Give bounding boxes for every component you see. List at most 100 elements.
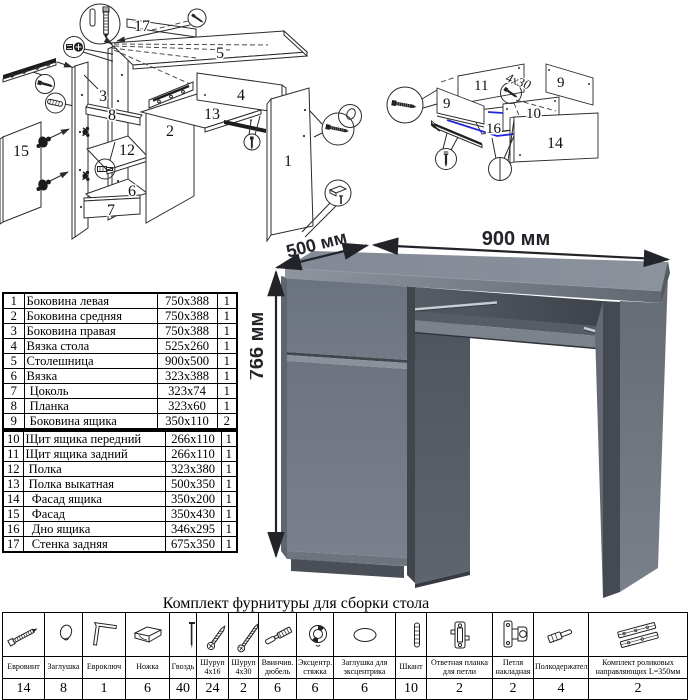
parts-cell-qty: 1 — [220, 491, 238, 507]
dowel-callout — [79, 3, 121, 45]
part-drawer-side-left — [436, 87, 485, 128]
parts-cell-num: 15 — [2, 506, 24, 522]
hardware-name: Шуруп 4х16 — [196, 656, 229, 679]
hardware-qty: 8 — [44, 678, 83, 700]
parts-cell-num: 16 — [2, 521, 24, 537]
hardware-name: Петля накладная — [492, 656, 534, 679]
hardware-qty: 2 — [426, 678, 493, 700]
hardware-name: Эксцентр. стяжка — [296, 656, 334, 679]
hardware-qty: 6 — [333, 678, 396, 700]
parts-cell-num: 6 — [2, 368, 25, 384]
parts-cell-qty: 1 — [216, 323, 238, 339]
hardware-qty: 2 — [588, 678, 688, 700]
parts-cell-name: Столешница — [23, 353, 158, 369]
hardware-icon-shelf-pin — [533, 612, 589, 657]
hardware-icon-cap-oval — [333, 612, 396, 657]
part-door — [0, 121, 42, 225]
label-part-17: 17 — [134, 18, 150, 35]
label-part-3: 3 — [99, 88, 107, 105]
parts-cell-num: 13 — [2, 476, 24, 492]
hardware-qty: 24 — [196, 678, 229, 700]
label-part-11: 11 — [474, 78, 488, 94]
label-part-10: 10 — [526, 106, 541, 122]
hardware-icon-dowel-screw — [258, 612, 297, 657]
parts-cell-size: 266х110 — [164, 446, 222, 462]
hardware-icon-cap — [44, 612, 83, 657]
hardware-qty: 2 — [228, 678, 259, 700]
part-tabletop — [108, 29, 309, 70]
exploded-diagram-desk: 17 5 3 8 12 6 7 15 2 4 13 1 — [0, 3, 362, 243]
hardware-icon-screw — [196, 612, 229, 657]
parts-cell-qty: 1 — [216, 353, 238, 369]
drawer-guide-highlight — [446, 111, 515, 137]
parts-cell-name: Стенка задняя — [22, 536, 166, 553]
desk-door-front — [287, 361, 407, 558]
parts-cell-qty: 1 — [220, 506, 238, 522]
parts-cell-name: Дно ящика — [22, 521, 166, 537]
parts-cell-qty: 1 — [220, 430, 238, 447]
label-part-8: 8 — [108, 107, 116, 124]
parts-cell-name: Вязка стола — [23, 338, 158, 354]
label-part-1: 1 — [284, 153, 292, 170]
parts-cell-name: Полка — [22, 461, 166, 477]
parts-cell-qty: 1 — [220, 446, 238, 462]
parts-cell-size: 750х388 — [156, 323, 218, 339]
label-part-5: 5 — [216, 45, 224, 62]
label-part-15: 15 — [13, 143, 29, 160]
hardware-icon-hinge — [492, 612, 534, 657]
desk-keyboard-tray — [412, 301, 601, 350]
label-part-4: 4 — [237, 87, 245, 104]
parts-cell-name: Боковина ящика — [23, 413, 158, 430]
parts-cell-size: 266х110 — [164, 430, 222, 447]
parts-cell-size: 900х500 — [156, 353, 218, 369]
parts-cell-name: Боковина левая — [23, 292, 158, 309]
hardware-qty: 6 — [125, 678, 170, 700]
parts-cell-qty: 1 — [220, 476, 238, 492]
parts-cell-size: 675х350 — [164, 536, 222, 553]
hardware-qty: 2 — [492, 678, 534, 700]
hardware-icon-foot — [125, 612, 170, 657]
parts-cell-qty: 2 — [216, 413, 238, 430]
label-part-14: 14 — [547, 135, 563, 152]
parts-cell-num: 10 — [2, 430, 24, 447]
desk-niche — [415, 287, 603, 328]
parts-cell-num: 2 — [2, 308, 25, 324]
hardware-qty: 10 — [395, 678, 427, 700]
hardware-name: Заглушка — [44, 656, 83, 679]
parts-cell-size: 323х60 — [156, 398, 218, 414]
part-side-right — [71, 61, 99, 240]
parts-cell-size: 350х110 — [156, 413, 218, 430]
drawer-corner-callout — [488, 119, 515, 181]
parts-cell-size: 350х200 — [164, 491, 222, 507]
parts-cell-qty: 1 — [216, 398, 238, 414]
parts-cell-name: Цоколь — [23, 383, 158, 399]
part-plinth — [83, 194, 141, 219]
drawer-euro-callout — [386, 86, 438, 124]
hardware-icon-pin — [395, 612, 427, 657]
label-part-9a: 9 — [443, 96, 451, 112]
parts-cell-name: Щит ящика передний — [22, 430, 166, 447]
parts-cell-qty: 1 — [220, 536, 238, 553]
label-part-7: 7 — [107, 202, 115, 219]
hardware-icon-cam-lock — [296, 612, 334, 657]
label-part-13: 13 — [204, 106, 220, 123]
label-part-16: 16 — [486, 121, 502, 137]
shelf-screw-callout — [243, 115, 261, 151]
hardware-name: Ответная планка для петли — [426, 656, 493, 679]
desk-cabinet-flank — [415, 303, 470, 584]
hinge-icons — [36, 128, 70, 191]
